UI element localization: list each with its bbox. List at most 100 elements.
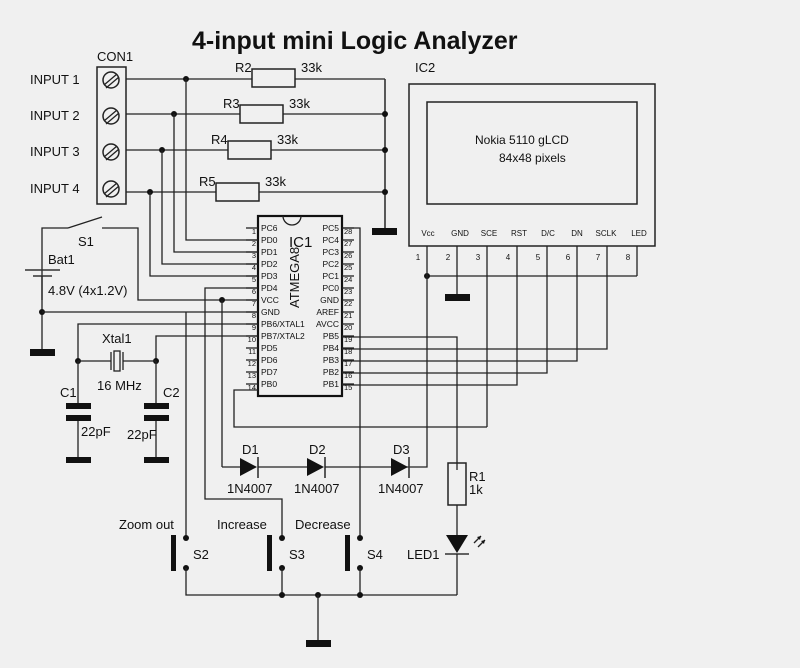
d1-ref: D1 xyxy=(242,442,259,457)
ic1-part: ATMEGA8 xyxy=(287,247,302,308)
increase-label: Increase xyxy=(217,517,267,532)
pin-name: AVCC xyxy=(316,319,339,329)
ic1-pin-12: PD6 12 xyxy=(246,355,278,368)
pin-name: PB4 xyxy=(323,343,339,353)
pin-number: 12 xyxy=(248,359,256,368)
terminal-screw-icon xyxy=(102,180,120,198)
pin-number: 15 xyxy=(344,383,352,392)
pin-name: PD6 xyxy=(261,355,278,365)
decrease-label: Decrease xyxy=(295,517,351,532)
resistor-r3 xyxy=(239,104,284,124)
bat1-value: 4.8V (4x1.2V) xyxy=(48,283,128,298)
con1-body xyxy=(96,66,127,205)
pin-number: 14 xyxy=(248,383,256,392)
r3-value: 33k xyxy=(289,96,310,111)
pin-number: 28 xyxy=(344,227,352,236)
diode-d3 xyxy=(391,457,410,478)
pin-name: PD2 xyxy=(261,259,278,269)
ic1-pin-19: PB5 19 xyxy=(323,331,354,344)
pin-number: 1 xyxy=(252,227,256,236)
c1-value: 22pF xyxy=(81,424,111,439)
pin-name: VCC xyxy=(261,295,279,305)
r2-value: 33k xyxy=(301,60,322,75)
d1-value: 1N4007 xyxy=(227,481,273,496)
pin-number: 9 xyxy=(252,323,256,332)
pin-name: PD7 xyxy=(261,367,278,377)
lcd-pin-number: 8 xyxy=(626,253,631,262)
lcd-pin-number: 3 xyxy=(476,253,481,262)
r4-value: 33k xyxy=(277,132,298,147)
pin-number: 6 xyxy=(252,287,256,296)
pin-number: 16 xyxy=(344,371,352,380)
lcd-pin-name: SCE xyxy=(481,229,497,238)
led1-ref: LED1 xyxy=(407,547,440,562)
r3-ref: R3 xyxy=(223,96,240,111)
c2-value: 22pF xyxy=(127,427,157,442)
xtal1-ref: Xtal1 xyxy=(102,331,132,346)
r1-value: 1k xyxy=(469,482,483,497)
pin-number: 13 xyxy=(248,371,256,380)
r2-ref: R2 xyxy=(235,60,252,75)
pin-number: 11 xyxy=(248,347,256,356)
pin-name: PC3 xyxy=(322,247,339,257)
pin-name: PC6 xyxy=(261,223,278,233)
ic1-pin-13: PD7 13 xyxy=(246,367,278,380)
resistor-r4 xyxy=(227,140,272,160)
pin-name: PD3 xyxy=(261,271,278,281)
pushbutton-s4 xyxy=(345,535,363,571)
xtal1-value: 16 MHz xyxy=(97,378,142,393)
con1-ref: CON1 xyxy=(97,49,133,64)
lcd-pin-name: Vcc xyxy=(421,229,434,238)
d3-ref: D3 xyxy=(393,442,410,457)
s1-ref: S1 xyxy=(78,234,94,249)
pin-name: PC5 xyxy=(322,223,339,233)
capacitor-c2 xyxy=(144,361,169,463)
wire-pd4 xyxy=(204,287,283,536)
input-tap-wires xyxy=(147,76,258,277)
pin-name: PD4 xyxy=(261,283,278,293)
lcd-pin-name: SCLK xyxy=(596,229,618,238)
pin-number: 4 xyxy=(252,263,256,272)
lcd-screen xyxy=(426,101,638,205)
schematic-title: 4-input mini Logic Analyzer xyxy=(192,27,518,55)
ground-symbol xyxy=(30,349,55,356)
lcd-pin-name: GND xyxy=(451,229,469,238)
pin-number: 19 xyxy=(344,335,352,344)
zoom-out-label: Zoom out xyxy=(119,517,174,532)
pin-number: 27 xyxy=(344,239,352,248)
pin-name: GND xyxy=(320,295,339,305)
pin-name: PB7/XTAL2 xyxy=(261,331,305,341)
s2-ref: S2 xyxy=(193,547,209,562)
pin-number: 25 xyxy=(344,263,352,272)
pin-name: PB5 xyxy=(323,331,339,341)
d2-value: 1N4007 xyxy=(294,481,340,496)
pushbutton-s3 xyxy=(267,535,285,571)
c2-ref: C2 xyxy=(163,385,180,400)
lcd-pin-number: 2 xyxy=(446,253,451,262)
ic1-pin-4: PD2 4 xyxy=(246,259,278,272)
pushbutton-s2 xyxy=(171,535,189,571)
pin-name: PB0 xyxy=(261,379,277,389)
ic1-pin-14: PB0 14 xyxy=(246,379,277,392)
lcd-pin-5: D/C5 xyxy=(536,229,555,262)
pin-name: PC1 xyxy=(322,271,339,281)
lcd-pin-name: RST xyxy=(511,229,527,238)
lcd-pin-number: 4 xyxy=(506,253,511,262)
led-icon xyxy=(445,535,486,555)
input-label: INPUT 2 xyxy=(30,108,80,123)
